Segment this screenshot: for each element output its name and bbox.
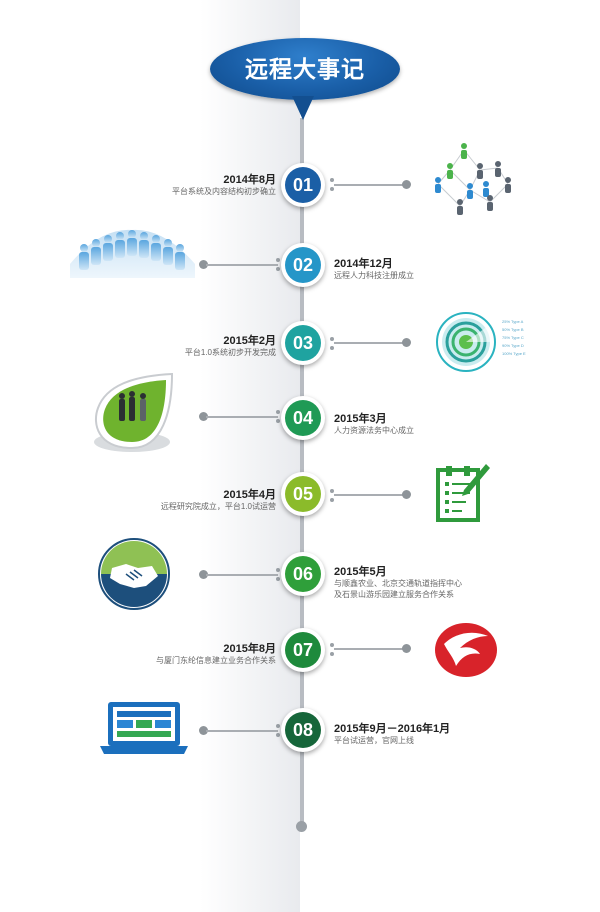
connector-endpoint — [199, 726, 208, 735]
connector-dot — [276, 733, 280, 737]
connector-dot — [276, 410, 280, 414]
event-number: 03 — [285, 325, 321, 361]
connector-endpoint — [199, 570, 208, 579]
event-number: 06 — [285, 556, 321, 592]
event-date: 2015年2月 — [223, 335, 276, 347]
timeline-shading — [200, 0, 300, 912]
event-number: 05 — [285, 476, 321, 512]
event-date: 2014年8月 — [223, 174, 276, 186]
connector-endpoint — [402, 180, 411, 189]
event-date: 2015年9月－2016年1月 — [334, 723, 451, 735]
connector-dot — [330, 498, 334, 502]
connector-line — [206, 416, 278, 418]
connector-dot — [330, 178, 334, 182]
radar-legend: 25% Type A 50% Type B 75% Type C 90% Typ… — [502, 318, 526, 358]
connector-endpoint — [199, 260, 208, 269]
connector-line — [334, 342, 406, 344]
partner-logo-icon — [435, 623, 497, 677]
crowd-icon — [70, 229, 195, 278]
event-node: 05 — [281, 472, 325, 516]
business-team-icon — [94, 372, 174, 452]
connector-line — [334, 184, 406, 186]
event-description: 人力资源法务中心成立 — [334, 426, 414, 435]
event-description: 平台试运营，官网上线 — [334, 736, 414, 745]
network-people-icon — [435, 143, 511, 215]
connector-dot — [330, 489, 334, 493]
timeline-end-dot — [296, 821, 307, 832]
event-node: 08 — [281, 708, 325, 752]
event-description: 与厦门东纶信息建立业务合作关系 — [156, 656, 276, 665]
event-description: 与顺鑫农业、北京交通轨道指挥中心 — [334, 579, 462, 588]
connector-line — [334, 494, 406, 496]
checklist-icon — [436, 464, 490, 522]
event-number: 01 — [285, 167, 321, 203]
event-node: 01 — [281, 163, 325, 207]
laptop-icon — [100, 702, 188, 754]
connector-dot — [330, 346, 334, 350]
connector-endpoint — [402, 644, 411, 653]
event-number: 04 — [285, 400, 321, 436]
connector-line — [206, 730, 278, 732]
event-node: 03 — [281, 321, 325, 365]
title-bubble-pointer — [292, 96, 314, 120]
legend-item: 25% Type A — [502, 319, 524, 324]
event-date: 2015年5月 — [334, 566, 387, 578]
event-node: 06 — [281, 552, 325, 596]
radar-chart-icon — [436, 312, 496, 372]
event-number: 02 — [285, 247, 321, 283]
event-date: 2015年4月 — [223, 489, 276, 501]
event-description: 远程研究院成立，平台1.0试运营 — [160, 502, 276, 511]
connector-endpoint — [199, 412, 208, 421]
legend-item: 75% Type C — [502, 335, 524, 340]
handshake-icon — [98, 538, 170, 610]
legend-item: 100% Type E — [502, 351, 526, 356]
event-node: 07 — [281, 628, 325, 672]
event-date: 2015年3月 — [334, 413, 387, 425]
connector-dot — [276, 419, 280, 423]
event-number: 08 — [285, 712, 321, 748]
connector-endpoint — [402, 490, 411, 499]
connector-dot — [276, 267, 280, 271]
event-node: 02 — [281, 243, 325, 287]
connector-endpoint — [402, 338, 411, 347]
connector-line — [206, 264, 278, 266]
legend-item: 90% Type D — [502, 343, 524, 348]
page-title: 远程大事记 — [245, 56, 365, 82]
connector-dot — [276, 568, 280, 572]
event-date: 2014年12月 — [334, 258, 393, 270]
connector-dot — [330, 187, 334, 191]
event-description: 远程人力科技注册成立 — [334, 271, 414, 280]
connector-dot — [330, 643, 334, 647]
event-description: 平台系统及内容结构初步确立 — [172, 187, 276, 196]
connector-dot — [276, 724, 280, 728]
connector-line — [206, 574, 278, 576]
title-bubble — [210, 38, 400, 100]
event-description: 及石景山游乐园建立服务合作关系 — [334, 590, 454, 599]
connector-dot — [330, 337, 334, 341]
connector-dot — [276, 577, 280, 581]
event-description: 平台1.0系统初步开发完成 — [184, 348, 276, 357]
legend-item: 50% Type B — [502, 327, 524, 332]
event-number: 07 — [285, 632, 321, 668]
connector-dot — [276, 258, 280, 262]
event-node: 04 — [281, 396, 325, 440]
connector-dot — [330, 652, 334, 656]
event-date: 2015年8月 — [223, 643, 276, 655]
connector-line — [334, 648, 406, 650]
